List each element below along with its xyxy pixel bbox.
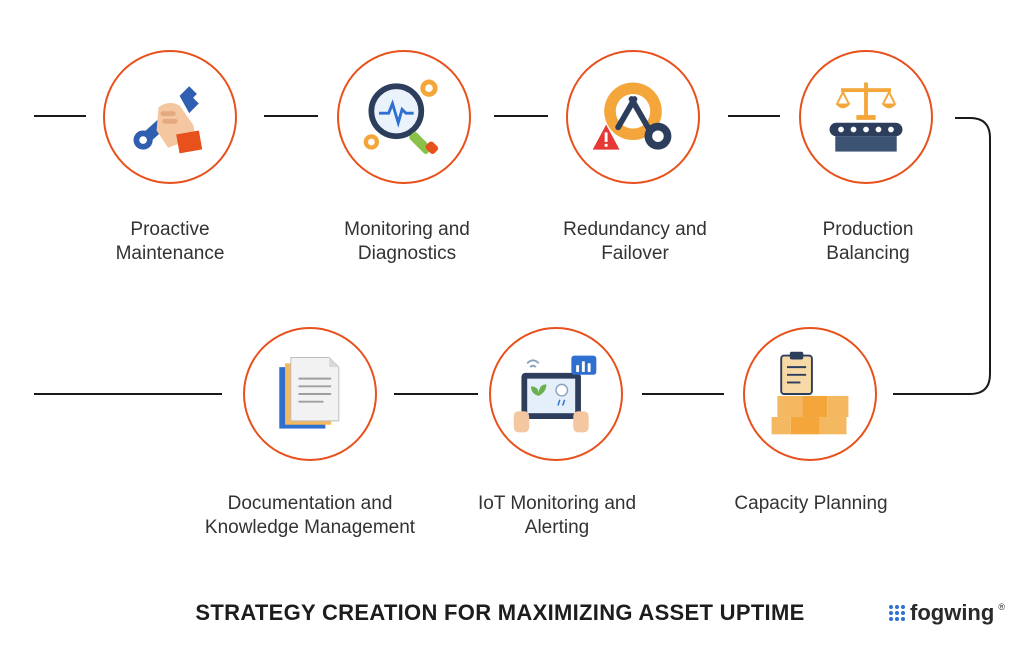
step-proactive-maintenance — [103, 50, 237, 184]
step-label: Monitoring and Diagnostics — [344, 219, 470, 264]
step-iot-monitoring-alerting — [489, 327, 623, 461]
gear-wrench-warning-icon — [592, 82, 672, 150]
tablet-plant-icon — [513, 355, 597, 433]
brand-name: fogwing — [910, 600, 995, 625]
step-documentation-knowledge — [243, 327, 377, 461]
brand-registered-mark: ® — [998, 602, 1005, 612]
scales-conveyor-icon — [829, 82, 903, 152]
clipboard-boxes-icon — [771, 351, 849, 435]
step-label: Redundancy and Failover — [563, 219, 707, 264]
step-label: IoT Monitoring and Alerting — [477, 493, 637, 538]
step-redundancy-failover — [566, 50, 700, 184]
step-monitoring-diagnostics — [337, 50, 471, 184]
connector-curve — [893, 117, 991, 395]
step-label: Documentation and Knowledge Management — [204, 493, 416, 538]
step-production-balancing — [799, 50, 933, 184]
step-label: Capacity Planning — [734, 493, 888, 514]
wrench-hand-icon — [133, 86, 203, 154]
step-capacity-planning — [743, 327, 877, 461]
brand-logo: fogwing ® — [888, 600, 1005, 626]
diagram-title: STRATEGY CREATION FOR MAXIMIZING ASSET U… — [195, 600, 805, 625]
step-label: Production Balancing — [822, 219, 914, 264]
dot-grid-icon — [889, 605, 905, 621]
magnifier-gear-icon — [363, 79, 439, 154]
document-stack-icon — [279, 357, 340, 429]
step-label: Proactive Maintenance — [115, 219, 225, 264]
